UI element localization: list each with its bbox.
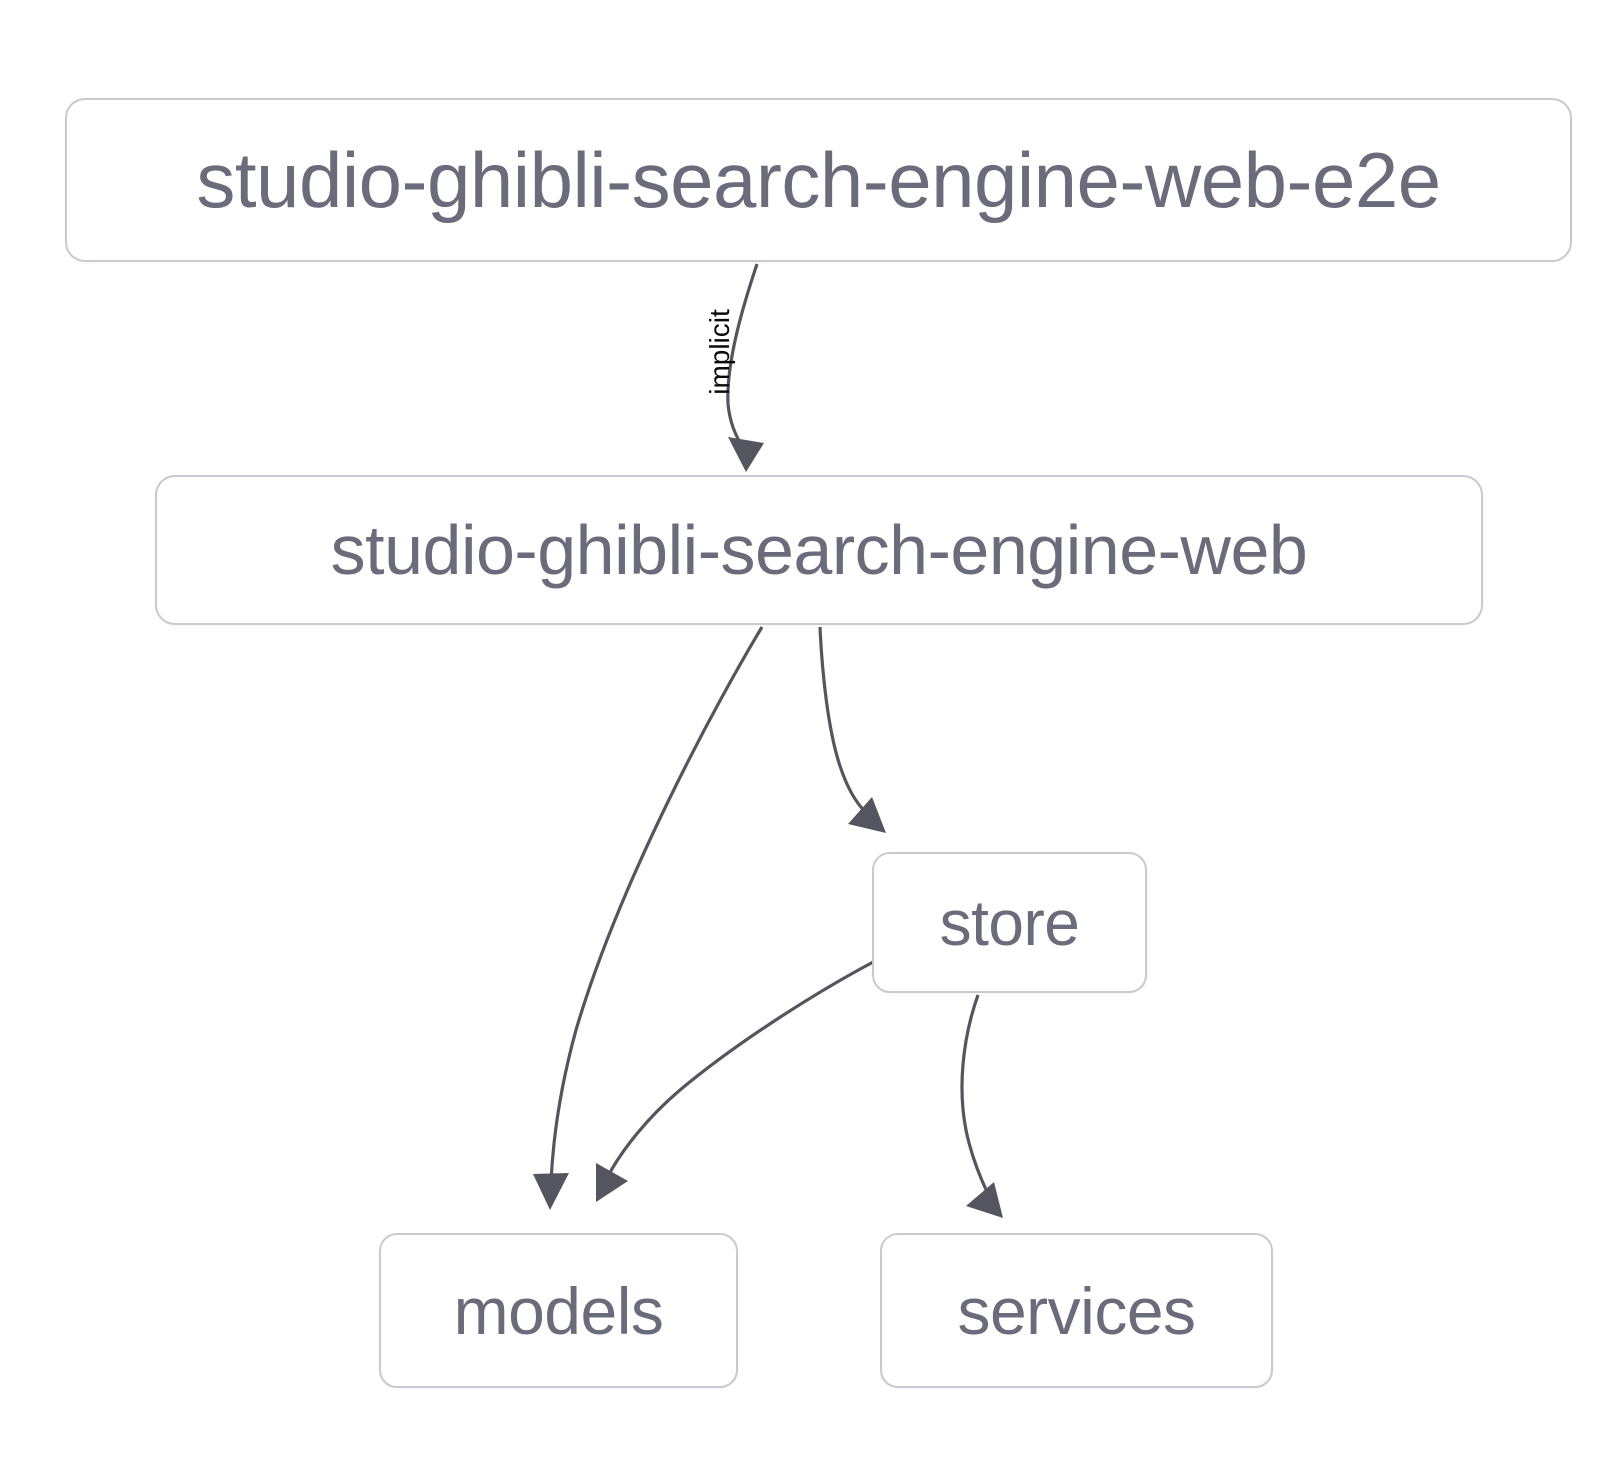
graph-node-store[interactable]: store	[872, 852, 1147, 993]
edge-store-to-services	[960, 994, 1003, 1218]
edge-web-to-models-arrowhead	[533, 1173, 569, 1210]
graph-node-models[interactable]: models	[379, 1233, 738, 1388]
edge-store-to-models-arrowhead	[596, 1163, 628, 1202]
edge-label-implicit: implicit	[704, 309, 735, 395]
edge-web-to-models	[533, 626, 764, 1210]
edge-e2e-to-web-arrowhead	[728, 437, 764, 472]
graph-node-label: studio-ghibli-search-engine-web	[330, 511, 1308, 589]
graph-node-label: services	[957, 1273, 1196, 1348]
edge-store-to-services-path	[960, 994, 990, 1195]
edge-store-to-services-arrowhead	[966, 1182, 1003, 1218]
graph-node-label: models	[453, 1273, 664, 1348]
graph-node-label: store	[939, 886, 1080, 959]
graph-node-label: studio-ghibli-search-engine-web-e2e	[196, 135, 1441, 224]
graph-node-services[interactable]: services	[880, 1233, 1273, 1388]
graph-node-studio-ghibli-search-engine-web[interactable]: studio-ghibli-search-engine-web	[155, 475, 1483, 625]
edge-web-to-models-path	[549, 626, 764, 1183]
edge-web-to-store-path	[818, 626, 868, 815]
edge-web-to-store-arrowhead	[848, 797, 886, 833]
edge-store-to-models-path	[606, 958, 878, 1177]
graph-node-studio-ghibli-search-engine-web-e2e[interactable]: studio-ghibli-search-engine-web-e2e	[65, 98, 1572, 262]
edge-web-to-store	[818, 626, 886, 833]
edge-store-to-models	[596, 958, 878, 1202]
